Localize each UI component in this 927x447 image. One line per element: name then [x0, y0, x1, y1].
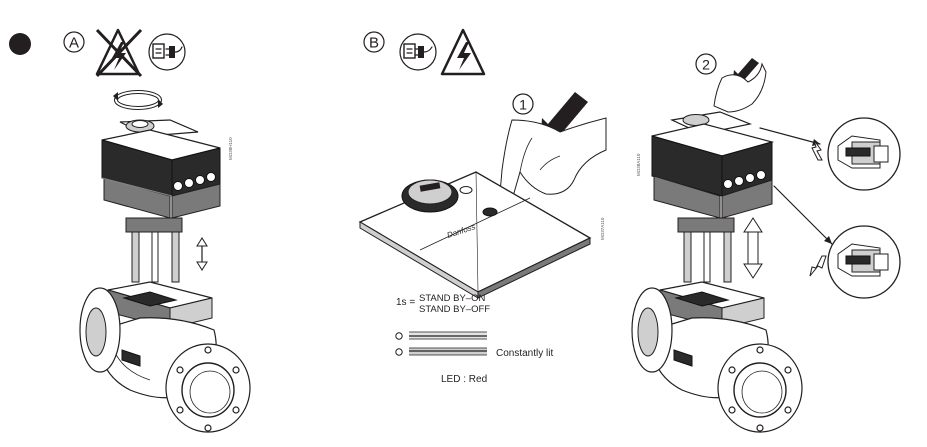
- standby-on-text: STAND BY–ON: [419, 293, 485, 304]
- svg-text:A: A: [69, 35, 79, 52]
- panel-b-label: B: [363, 31, 385, 53]
- drawing-code-b: MO37A110: [600, 217, 605, 240]
- svg-text:2: 2: [702, 57, 710, 73]
- no-power-warning-icon: [95, 28, 143, 78]
- plug-disconnected-icon: [148, 33, 186, 71]
- stroke-double-arrow-icon-c: [743, 217, 763, 279]
- led-status-diagram: Constantly lit LED : Red: [395, 331, 553, 385]
- svg-text:B: B: [369, 35, 379, 52]
- panel-c: 2: [631, 53, 901, 433]
- standby-legend: 1s = STAND BY–ON STAND BY–OFF: [396, 293, 490, 315]
- panel-a: A: [63, 28, 251, 433]
- svg-text:1: 1: [519, 97, 527, 113]
- drawing-code-c: MO38A110: [636, 153, 641, 176]
- standby-prefix: 1s =: [396, 297, 415, 308]
- press-step-1: 1: [512, 93, 534, 115]
- step-number: 8: [16, 37, 25, 54]
- panel-a-label: A: [63, 31, 85, 53]
- drawing-code-a: MO38H110: [228, 137, 233, 160]
- actuator-lid-top-view: Danfoss: [358, 171, 592, 299]
- hand-illustration-c: [713, 62, 767, 113]
- stroke-double-arrow-icon: [196, 237, 208, 271]
- panel-b: B 1: [358, 28, 607, 385]
- valve-assembly-a: [79, 119, 251, 433]
- led-buttons-a: [173, 172, 216, 191]
- arrow-up-icon: [811, 139, 823, 161]
- step-number-badge: 8: [9, 33, 31, 55]
- stem-detail-up: [811, 117, 901, 191]
- led-button-b: [482, 207, 498, 217]
- press-step-2: 2: [695, 53, 717, 75]
- valve-assembly-c: [631, 111, 803, 433]
- stem-detail-down: [809, 225, 901, 299]
- standby-off-text: STAND BY–OFF: [419, 304, 490, 315]
- led-color-label: LED : Red: [441, 374, 487, 385]
- rotate-arrows-icon: [113, 90, 163, 110]
- high-voltage-warning-icon: [440, 28, 486, 76]
- hand-illustration-b: [497, 117, 607, 208]
- plug-connected-icon: [399, 33, 437, 71]
- arrow-down-icon: [809, 255, 827, 277]
- led-buttons-c: [723, 170, 766, 189]
- constantly-lit-text: Constantly lit: [496, 348, 553, 359]
